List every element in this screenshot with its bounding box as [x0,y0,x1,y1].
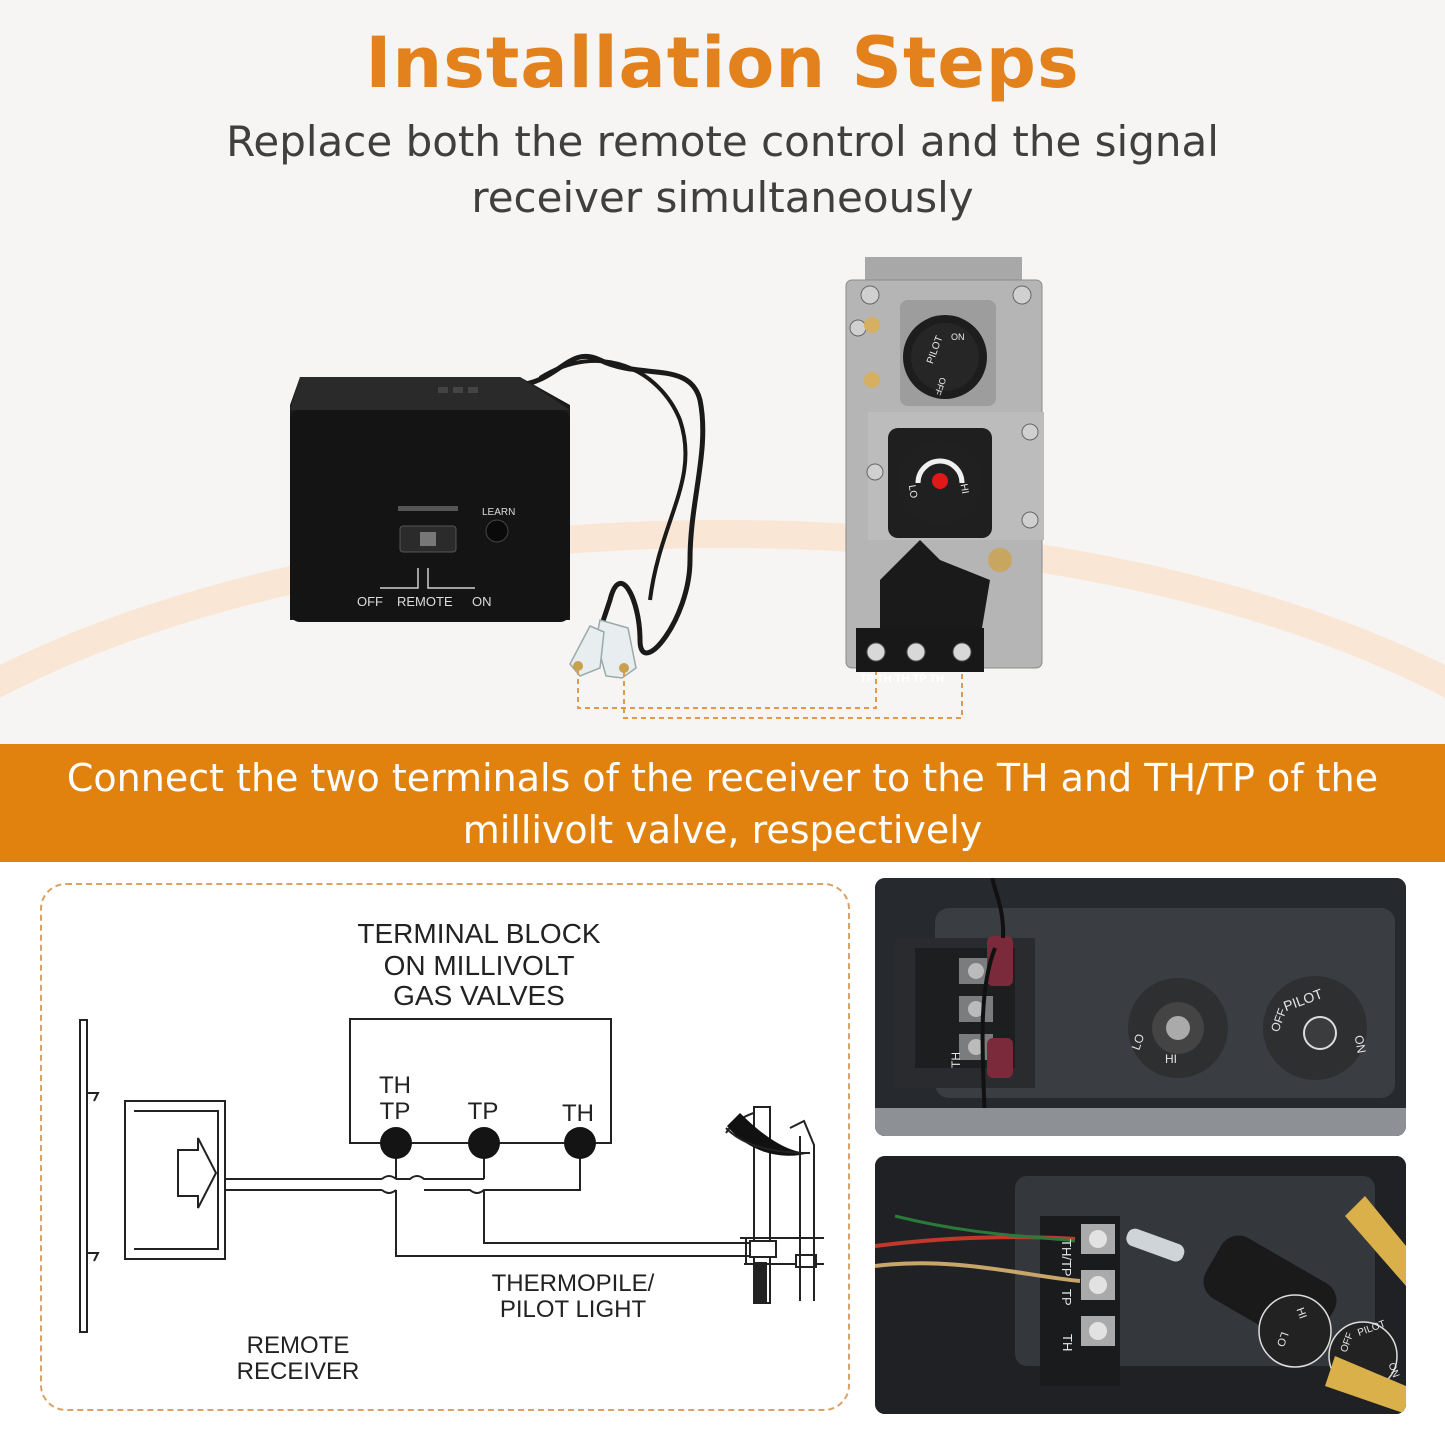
millivolt-valve: PILOT ON OFF LO HI TP TH TH TP TH [845,257,1044,685]
on-label: ON [472,594,492,609]
off-label: OFF [357,594,383,609]
svg-text:TP: TP [1059,1289,1074,1306]
th-label: TH [562,1100,594,1127]
valve-photo-top: PILOT OFF ON LO HI TH [875,878,1406,1136]
svg-text:HI: HI [958,483,971,495]
svg-text:ON MILLIVOLT: ON MILLIVOLT [384,950,575,981]
tp-label: TP [468,1098,499,1125]
svg-text:LO: LO [906,484,919,499]
svg-text:PILOT LIGHT: PILOT LIGHT [500,1296,647,1323]
valve-photo-bottom: TH/TP TP TH LO HI OFF PILOT ON [875,1156,1406,1414]
receiver-box: LEARN OFF REMOTE ON [290,377,570,622]
wire-guide [577,664,877,709]
valve-terminal-labels: TP TH TH TP TH [860,673,944,685]
wiring-diagram-panel [40,883,850,1411]
svg-text:LO: LO [1274,1330,1290,1348]
svg-text:ON: ON [951,332,965,342]
page-subtitle: Replace both the remote control and the … [226,117,1219,222]
terminal-th-tp [380,1127,412,1159]
remote-label: REMOTE [397,594,453,609]
svg-text:RECEIVER: RECEIVER [237,1358,360,1385]
terminal-block-label: TERMINAL BLOCK [357,918,601,949]
svg-text:GAS VALVES: GAS VALVES [393,980,565,1011]
wiring-diagram: TERMINAL BLOCK ON MILLIVOLT GAS VALVES T… [79,918,824,1385]
instruction-banner [0,744,1445,862]
instruction-text: Connect the two terminals of the receive… [66,756,1379,852]
receiver-terminals [569,619,637,679]
svg-text:ON: ON [1385,1361,1400,1379]
terminal-th [564,1127,596,1159]
svg-text:TH/TP: TH/TP [1059,1239,1074,1277]
svg-text:ON: ON [1352,1034,1369,1054]
top-section [0,0,1445,745]
svg-text:TH: TH [1060,1334,1075,1351]
th-tp-label-bottom: TP [380,1098,411,1125]
th-tp-label-top: TH [379,1072,411,1099]
thermopile-label: THERMOPILE/ [492,1270,655,1297]
terminal-tp [468,1127,500,1159]
product-illustration: LEARN OFF REMOTE ON PILOT ON OFF LO HI [290,257,1044,719]
learn-label: LEARN [482,507,515,518]
svg-text:TH: TH [949,1052,963,1068]
page-title: Installation Steps [365,22,1080,104]
svg-text:HI: HI [1165,1052,1177,1066]
svg-text:LO: LO [1129,1032,1148,1052]
svg-text:HI: HI [1293,1306,1308,1320]
remote-receiver-label: REMOTE [247,1332,350,1359]
